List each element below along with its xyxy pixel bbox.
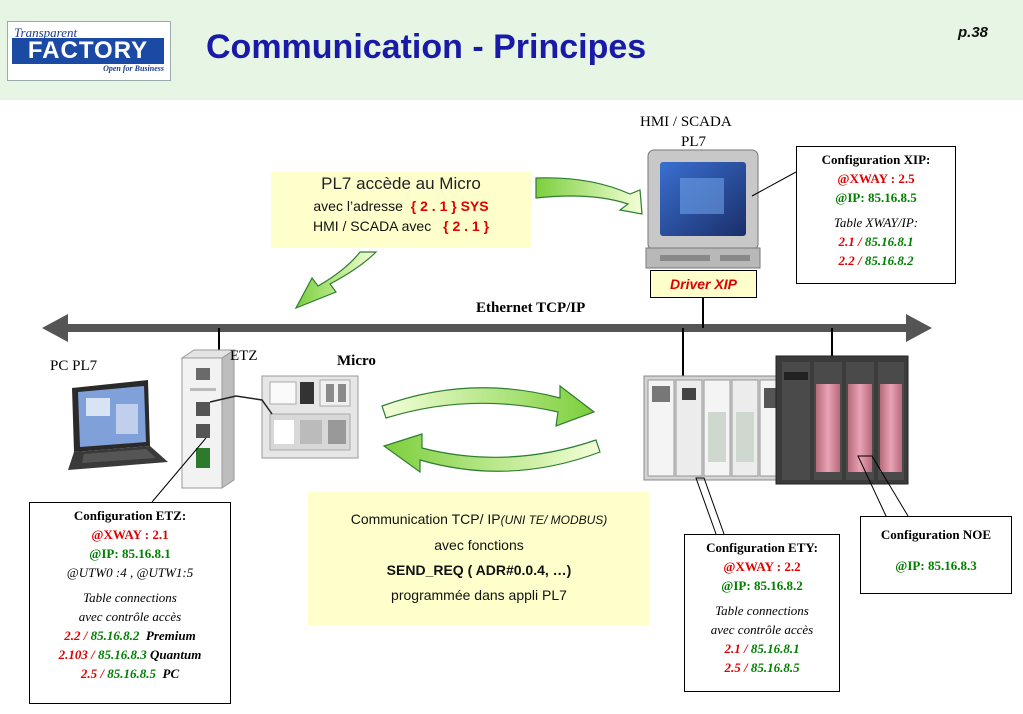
exchange-arrow-right bbox=[381, 384, 596, 427]
micro-label: Micro bbox=[337, 353, 376, 369]
logo-main-text: FACTORY bbox=[12, 38, 164, 64]
noe-pointer-line bbox=[857, 455, 909, 517]
config-ety-row-1: 2.1 / 85.16.8.1 bbox=[685, 639, 839, 658]
pl7-note-line1: PL7 accède au Micro bbox=[321, 174, 481, 193]
config-etz-row-2-ip: 85.16.8.3 bbox=[98, 647, 147, 662]
quantum-rack-icon bbox=[775, 355, 909, 485]
config-xip-title: Configuration XIP: bbox=[821, 152, 931, 167]
laptop-icon bbox=[68, 380, 168, 470]
config-ety-title: Configuration ETY: bbox=[706, 540, 818, 555]
driver-xip-badge: Driver XIP bbox=[650, 270, 757, 298]
config-etz-row-1-ip: 85.16.8.2 bbox=[90, 628, 140, 643]
pl7-note-line2: avec l’adresse { 2 . 1 } SYS bbox=[271, 196, 531, 216]
transparent-factory-logo: Transparent FACTORY Open for Business bbox=[7, 21, 171, 81]
config-etz-table-title-1: Table connections bbox=[83, 590, 177, 605]
ethernet-bus bbox=[42, 314, 932, 342]
hmi-to-note-arrow bbox=[535, 177, 643, 215]
pl7-note-address-sys: { 2 . 1 } SYS bbox=[410, 198, 489, 214]
config-etz-row-3-ip: 85.16.8.5 bbox=[107, 666, 156, 681]
hmi-scada-label: HMI / SCADA bbox=[640, 114, 732, 130]
comm-note-protocol: Communication TCP/ IP bbox=[350, 511, 501, 527]
config-noe-box: Configuration NOE @IP: 85.16.8.3 bbox=[860, 516, 1012, 594]
config-etz-row-3-xway: 2.5 / bbox=[80, 666, 104, 681]
note-to-bus-arrow bbox=[294, 251, 378, 310]
page-number: p.38 bbox=[958, 24, 989, 41]
header-band: Transparent FACTORY Open for Business Co… bbox=[0, 0, 1023, 100]
config-ety-row-2-ip: 85.16.8.5 bbox=[750, 660, 800, 675]
xip-pointer-line bbox=[751, 171, 797, 197]
config-etz-row-1: 2.2 / 85.16.8.2 Premium bbox=[30, 626, 230, 645]
config-ety-box: Configuration ETY: @XWAY : 2.2 @IP: 85.1… bbox=[684, 534, 840, 692]
config-xip-row-1-xway: 2.1 / bbox=[838, 234, 862, 249]
config-etz-row-3-device: PC bbox=[162, 666, 180, 681]
config-ety-ip: @IP: 85.16.8.2 bbox=[721, 578, 803, 593]
etz-module-icon bbox=[180, 349, 236, 489]
config-etz-row-1-device: Premium bbox=[145, 628, 196, 643]
exchange-arrow-left bbox=[382, 433, 601, 474]
pl7-note-line3: HMI / SCADA avec { 2 . 1 } bbox=[271, 216, 531, 236]
config-etz-box: Configuration ETZ: @XWAY : 2.1 @IP: 85.1… bbox=[29, 502, 231, 704]
pl7-note-line3-text: HMI / SCADA avec bbox=[312, 218, 432, 234]
communication-note: Communication TCP/ IP(UNI TE/ MODBUS) av… bbox=[308, 492, 650, 626]
config-ety-table-title-2: avec contrôle accès bbox=[710, 622, 814, 637]
config-ety-xway: @XWAY : 2.2 bbox=[723, 559, 801, 574]
config-etz-table-title-2: avec contrôle accès bbox=[78, 609, 182, 624]
pl7-note-line2-text: avec l’adresse bbox=[313, 198, 403, 214]
comm-note-protocol-detail: (UNI TE/ MODBUS) bbox=[500, 513, 608, 527]
config-etz-title: Configuration ETZ: bbox=[73, 508, 187, 523]
config-etz-row-2: 2.103 / 85.16.8.3 Quantum bbox=[30, 645, 230, 664]
etz-micro-cable bbox=[209, 395, 273, 415]
etz-pointer-line bbox=[151, 437, 207, 503]
pl7-note-address: { 2 . 1 } bbox=[443, 218, 490, 234]
logo-top-text: Transparent bbox=[14, 25, 78, 40]
config-etz-row-3: 2.5 / 85.16.8.5 PC bbox=[30, 664, 230, 683]
config-ety-row-2-xway: 2.5 / bbox=[724, 660, 748, 675]
hmi-computer-icon bbox=[645, 149, 761, 269]
pc-pl7-label: PC PL7 bbox=[50, 358, 98, 374]
config-ety-row-2: 2.5 / 85.16.8.5 bbox=[685, 658, 839, 677]
comm-note-line4: programmée dans appli PL7 bbox=[391, 587, 567, 603]
config-xip-box: Configuration XIP: @XWAY : 2.5 @IP: 85.1… bbox=[796, 146, 956, 284]
config-xip-row-2-ip: 85.16.8.2 bbox=[864, 253, 914, 268]
config-etz-row-1-xway: 2.2 / bbox=[64, 628, 88, 643]
ety-pointer-line bbox=[695, 477, 725, 535]
ethernet-label: Ethernet TCP/IP bbox=[476, 300, 586, 316]
config-ety-row-1-ip: 85.16.8.1 bbox=[750, 641, 800, 656]
hmi-pl7-label: PL7 bbox=[681, 134, 707, 150]
logo-sub-text: Open for Business bbox=[103, 64, 164, 73]
config-ety-row-1-xway: 2.1 / bbox=[724, 641, 748, 656]
config-xip-row-1-ip: 85.16.8.1 bbox=[864, 234, 914, 249]
pl7-access-note: PL7 accède au Micro avec l’adresse { 2 .… bbox=[271, 172, 531, 248]
config-xip-ip: @IP: 85.16.8.5 bbox=[835, 190, 917, 205]
etz-label: ETZ bbox=[230, 348, 258, 364]
config-etz-ip: @IP: 85.16.8.1 bbox=[89, 546, 171, 561]
config-xip-table-title: Table XWAY/IP: bbox=[833, 215, 919, 230]
config-etz-xway: @XWAY : 2.1 bbox=[91, 527, 169, 542]
config-etz-row-2-xway: 2.103 / bbox=[58, 647, 95, 662]
comm-note-function: SEND_REQ ( ADR#0.0.4, …) bbox=[386, 562, 572, 578]
config-etz-row-2-device: Quantum bbox=[150, 647, 202, 662]
config-xip-xway: @XWAY : 2.5 bbox=[837, 171, 915, 186]
config-xip-row-2-xway: 2.2 / bbox=[838, 253, 862, 268]
config-xip-row-1: 2.1 / 85.16.8.1 bbox=[797, 232, 955, 251]
comm-note-line2: avec fonctions bbox=[434, 537, 524, 553]
config-etz-utw: @UTW0 :4 , @UTW1:5 bbox=[66, 565, 194, 580]
comm-note-line1: Communication TCP/ IP(UNI TE/ MODBUS) bbox=[308, 506, 650, 533]
config-noe-title: Configuration NOE bbox=[880, 527, 992, 542]
config-noe-ip: @IP: 85.16.8.3 bbox=[895, 558, 977, 573]
page-title: Communication - Principes bbox=[206, 28, 647, 66]
config-ety-table-title-1: Table connections bbox=[715, 603, 809, 618]
micro-plc-icon bbox=[261, 375, 359, 459]
config-xip-row-2: 2.2 / 85.16.8.2 bbox=[797, 251, 955, 270]
